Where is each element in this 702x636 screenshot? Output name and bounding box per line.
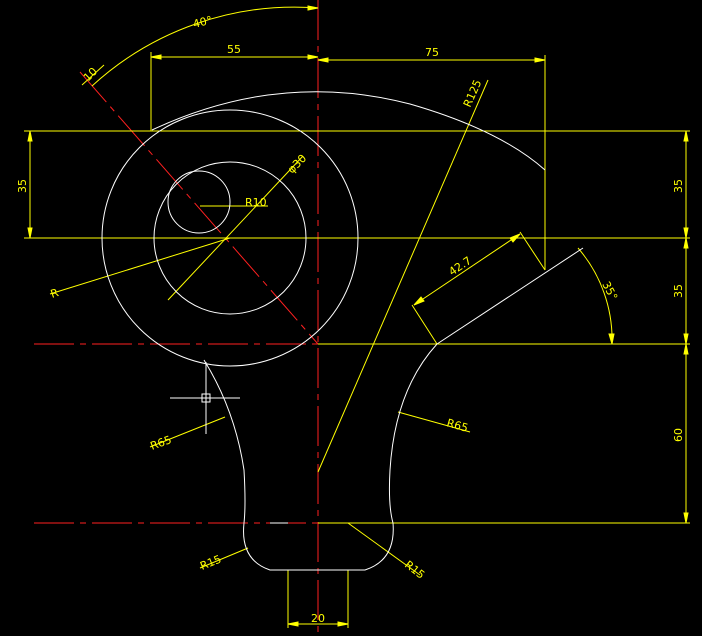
dim-35-right-top-label: 35	[672, 179, 685, 193]
r65-right-label: R65	[445, 416, 469, 434]
angle-35-arc	[577, 247, 613, 345]
right-r15-fillet	[348, 522, 394, 571]
r-big-label: R	[49, 286, 61, 301]
arrow	[307, 5, 319, 11]
phi30-label: φ30	[285, 152, 309, 176]
arrow	[413, 296, 425, 306]
arrow	[509, 233, 521, 243]
r15-left-label: R15	[198, 553, 223, 573]
upper-arc	[151, 91, 546, 171]
arm-right-line	[436, 247, 584, 345]
arrow	[683, 227, 689, 239]
part-geometry	[101, 91, 584, 571]
diagonal-centerline	[79, 71, 319, 345]
crosshair-cursor-icon	[170, 362, 240, 434]
r125-label: R125	[461, 78, 485, 109]
dim-75-label: 75	[425, 46, 439, 59]
r65-left-leader	[149, 416, 226, 448]
r65-left-label: R65	[149, 433, 174, 453]
construction-lines	[24, 52, 690, 628]
dim-35-left-label: 35	[16, 179, 29, 193]
dim-42-7-label: 42.7	[446, 254, 474, 278]
arrow	[534, 57, 546, 63]
r-leader	[49, 237, 231, 295]
arrow	[683, 130, 689, 142]
outer-circle	[101, 109, 359, 367]
r15-right-leader	[347, 522, 421, 576]
angle-40-arc	[91, 6, 319, 87]
dim-60-label: 60	[672, 428, 685, 442]
dim-42-7-line	[413, 233, 521, 306]
phi30-leader	[167, 155, 304, 301]
dimension-lines	[27, 5, 689, 627]
left-r15-fillet	[243, 522, 288, 571]
arrow	[683, 343, 689, 355]
r15-right-label: R15	[402, 558, 427, 582]
dim42-ext-a	[411, 304, 438, 345]
arrow	[307, 54, 319, 60]
center-lines	[34, 0, 330, 636]
arrow	[317, 57, 329, 63]
r65-right-leader	[397, 411, 471, 433]
r15-left-leader	[199, 547, 249, 569]
arrow	[27, 130, 33, 142]
small-circle-r10	[167, 170, 231, 234]
dim-10-line	[81, 64, 105, 86]
arrow	[27, 227, 33, 239]
arrow	[287, 621, 299, 627]
arrow	[337, 621, 349, 627]
arrow	[683, 512, 689, 524]
left-r65-curve	[203, 359, 246, 524]
arrow	[608, 333, 615, 345]
arrow	[150, 54, 162, 60]
arrow	[683, 333, 689, 345]
angle-35-label: 35°	[599, 279, 620, 302]
dim42-ext-b	[519, 231, 546, 271]
dim-20-label: 20	[311, 612, 325, 625]
inner-circle-phi30	[153, 161, 307, 315]
dim-55-label: 55	[227, 43, 241, 56]
right-r65-curve	[388, 343, 438, 524]
angle-40-label: 40°	[192, 14, 214, 31]
dim-35-right-mid-label: 35	[672, 284, 685, 298]
r10-label: R10	[245, 196, 267, 209]
dimension-text: 40° 55 75 10 R125 φ30 R10 R 42.7 35° 35 …	[16, 14, 685, 625]
arrow	[683, 237, 689, 249]
r125-leader	[317, 79, 489, 473]
